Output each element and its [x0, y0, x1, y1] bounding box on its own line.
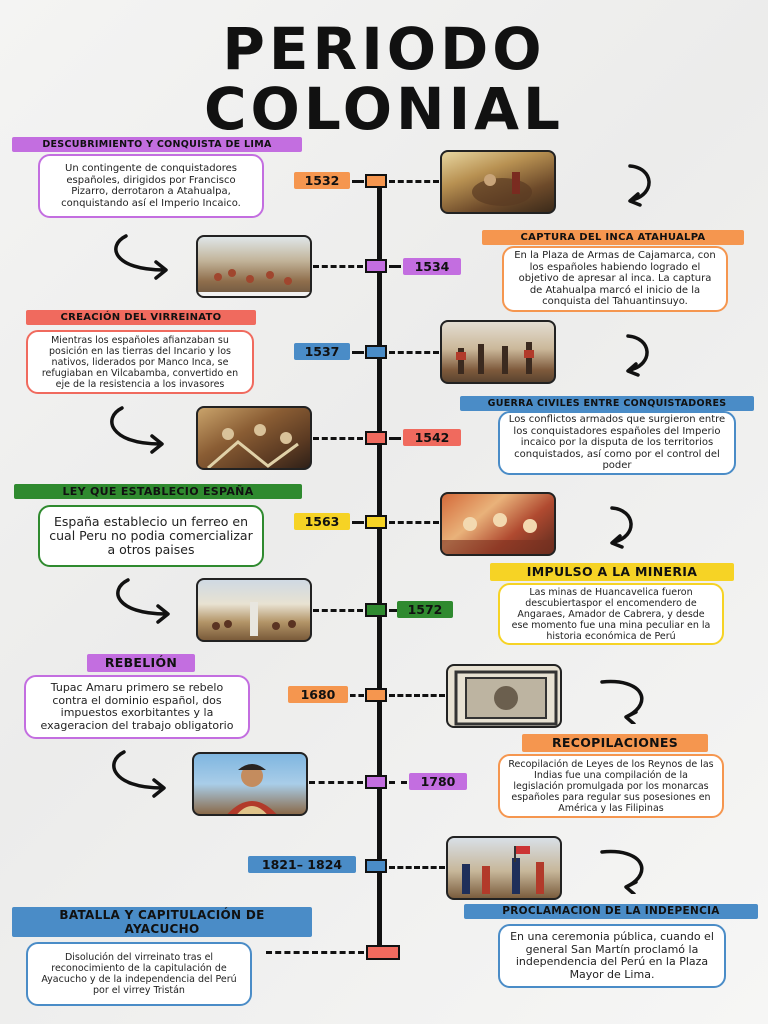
timeline-node-1821-1824 — [365, 859, 387, 873]
event-label-1680: REBELIÓN — [87, 654, 195, 672]
year-badge-1780: 1780 — [409, 773, 467, 790]
event-text-1534: En la Plaza de Armas de Cajamarca, con l… — [502, 246, 728, 312]
timeline-node-1780 — [365, 775, 387, 789]
year-badge-1563: 1563 — [294, 513, 350, 530]
connector — [313, 609, 363, 612]
connector — [313, 437, 363, 440]
connector — [350, 694, 364, 697]
year-badge-1534: 1534 — [403, 258, 461, 275]
event-label-1821-1824: PROCLAMACION DE LA INDEPENCIA — [464, 904, 758, 919]
timeline-node-1542 — [365, 431, 387, 445]
year-badge-1542: 1542 — [403, 429, 461, 446]
timeline-node-1537 — [365, 345, 387, 359]
curved-arrow-icon — [600, 679, 644, 724]
painting-independence-proclamation — [446, 836, 562, 900]
year-badge-1680: 1680 — [288, 686, 348, 703]
connector — [352, 351, 364, 354]
curved-arrow-icon — [116, 578, 170, 624]
event-label-1780: RECOPILACIONES — [522, 734, 708, 752]
year-badge-1537: 1537 — [294, 343, 350, 360]
event-text-1572: Las minas de Huancavelica fueron descubi… — [498, 583, 724, 645]
painting-pizarro-conquest — [440, 150, 556, 214]
event-text-1542: Los conflictos armados que surgieron ent… — [498, 411, 736, 475]
year-badge-1572: 1572 — [397, 601, 453, 618]
connector — [389, 437, 401, 440]
event-text-1532: Un contingente de conquistadores español… — [38, 154, 264, 218]
timeline-node-1680 — [365, 688, 387, 702]
event-text-1680: Tupac Amaru primero se rebelo contra el … — [24, 675, 250, 739]
connector — [389, 694, 445, 697]
connector — [389, 866, 445, 869]
connector — [389, 351, 439, 354]
connector — [389, 609, 397, 612]
connector — [352, 521, 364, 524]
timeline-node-1563 — [365, 515, 387, 529]
curved-arrow-icon — [626, 334, 649, 377]
event-label-1572: IMPULSO A LA MINERIA — [490, 563, 734, 581]
event-label-1537: CREACIÓN DEL VIRREINATO — [26, 310, 256, 325]
curved-arrow-icon — [600, 849, 644, 894]
painting-rebellion-crest — [446, 664, 562, 728]
timeline-axis — [377, 182, 382, 954]
curved-arrow-icon — [628, 164, 651, 207]
curved-arrow-icon — [110, 406, 164, 454]
event-text-ayacucho: Disolución del virreinato tras el recono… — [26, 942, 252, 1006]
timeline-node-1572 — [365, 603, 387, 617]
painting-civil-wars — [196, 406, 312, 470]
event-label-1563: LEY QUE ESTABLECIO ESPAÑA — [14, 484, 302, 499]
year-badge-1821-1824: 1821– 1824 — [248, 856, 356, 873]
event-label-ayacucho: BATALLA Y CAPITULACIÓN DE AYACUCHO — [12, 907, 312, 937]
curved-arrow-icon — [114, 234, 168, 280]
event-text-1821-1824: En una ceremonia pública, cuando el gene… — [498, 924, 726, 988]
timeline-node-ayacucho — [366, 945, 400, 960]
connector — [266, 951, 364, 954]
event-label-1534: CAPTURA DEL INCA ATAHUALPA — [482, 230, 744, 245]
connector — [389, 521, 439, 524]
curved-arrow-icon — [610, 506, 633, 549]
painting-mining-impulse — [196, 578, 312, 642]
painting-atahualpa-capture — [196, 235, 312, 298]
page-subtitle: COLONIAL — [203, 75, 565, 143]
connector — [389, 180, 439, 183]
page-title: PERIODO — [222, 15, 546, 83]
connector — [309, 781, 363, 784]
portrait-tupac-amaru — [192, 752, 308, 816]
event-text-1563: España establecio un ferreo en cual Peru… — [38, 505, 264, 567]
timeline-node-1532 — [365, 174, 387, 188]
event-text-1780: Recopilación de Leyes de los Reynos de l… — [498, 754, 724, 818]
connector — [352, 180, 364, 183]
event-label-1532: DESCUBRIMIENTO Y CONQUISTA DE LIMA — [12, 137, 302, 152]
event-text-1537: Mientras los españoles afianzaban su pos… — [26, 330, 254, 394]
timeline-node-1534 — [365, 259, 387, 273]
connector — [389, 265, 401, 268]
curved-arrow-icon — [112, 750, 166, 798]
painting-viceroyalty-creation — [440, 320, 556, 384]
painting-spanish-law — [440, 492, 556, 556]
connector — [389, 781, 407, 784]
event-label-1542: GUERRA CIVILES ENTRE CONQUISTADORES — [460, 396, 754, 411]
year-badge-1532: 1532 — [294, 172, 350, 189]
connector — [313, 265, 363, 268]
